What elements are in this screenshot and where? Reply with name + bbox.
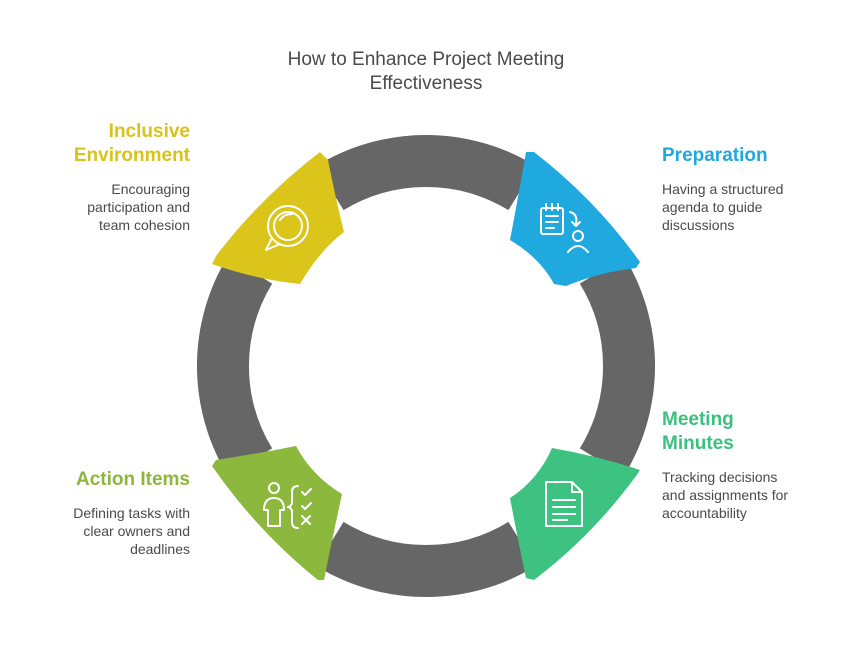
document-icon	[545, 481, 583, 527]
step-heading: Meeting Minutes	[662, 409, 734, 454]
chat-bubble-icon	[265, 205, 309, 251]
step-heading: Preparation	[662, 145, 768, 166]
person-checklist-icon	[263, 482, 312, 529]
step-description: Tracking decisions and assignments for a…	[662, 469, 789, 521]
step-heading: Inclusive Environment	[73, 121, 190, 166]
diagram-title: How to Enhance Project Meeting Effective…	[0, 48, 852, 96]
step-inclusive-environment: Inclusive Environment Encouraging partic…	[30, 120, 190, 234]
step-description: Defining tasks with clear owners and dea…	[73, 505, 190, 557]
segment-inclusive	[212, 152, 344, 284]
step-description: Encouraging participation and team cohes…	[87, 181, 190, 233]
segment-action	[212, 446, 342, 580]
step-preparation: Preparation Having a structured agenda t…	[662, 144, 832, 234]
ring-segment-bottom	[316, 521, 536, 598]
ring-segment-right	[579, 256, 656, 476]
agenda-person-icon	[540, 203, 589, 253]
ring	[196, 134, 656, 598]
ring-segment-left	[196, 256, 273, 476]
title-line-1: How to Enhance Project Meeting	[287, 49, 565, 70]
title-line-2: Effectiveness	[369, 73, 483, 94]
step-meeting-minutes: Meeting Minutes Tracking decisions and a…	[662, 408, 832, 522]
segment-preparation	[510, 152, 640, 286]
ring-segment-top	[316, 134, 536, 211]
step-description: Having a structured agenda to guide disc…	[662, 181, 784, 233]
step-heading: Action Items	[75, 469, 190, 490]
step-action-items: Action Items Defining tasks with clear o…	[30, 468, 190, 558]
